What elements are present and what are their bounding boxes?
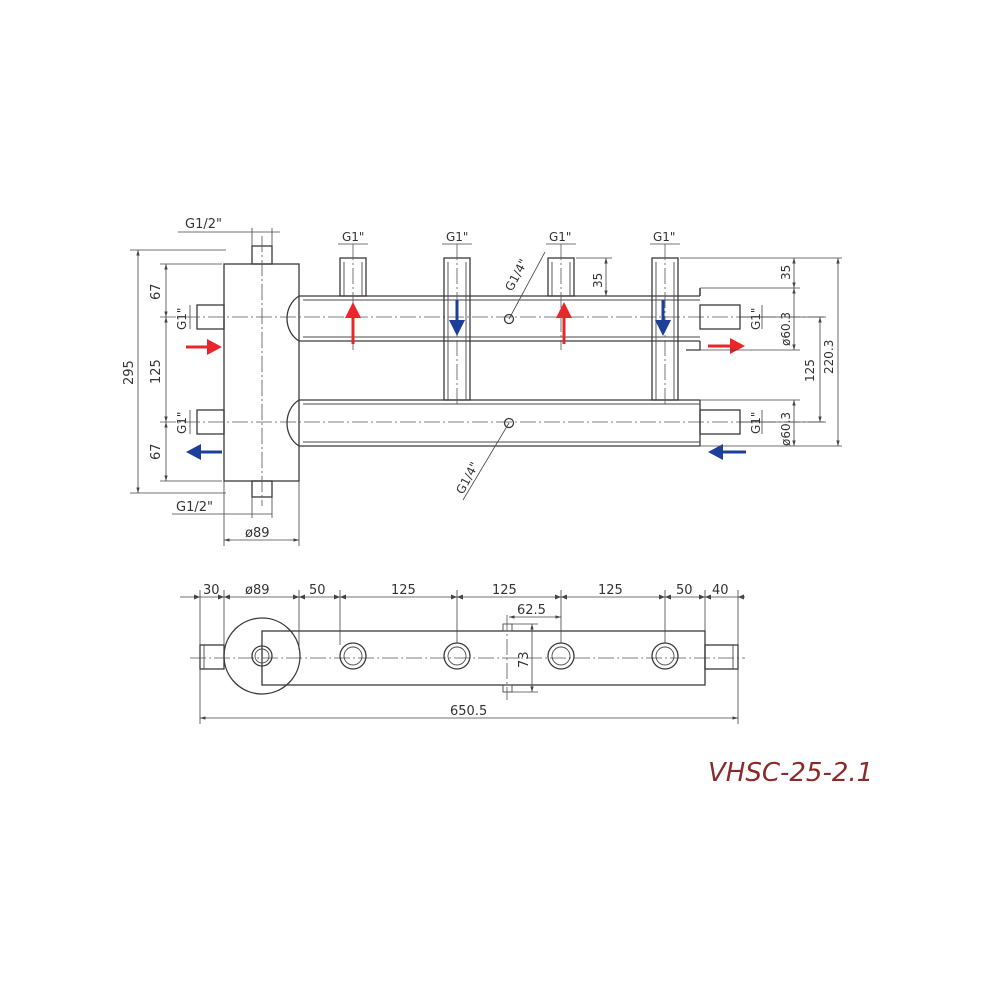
- dim-67-top: 67: [149, 283, 164, 300]
- top-dim-50-right: 50: [676, 583, 693, 598]
- dim-67-bottom: 67: [149, 443, 164, 460]
- branch-3-thread: G1": [549, 230, 571, 244]
- top-dimensions: 30 ø89 50 125 125 125 50 40 62.5 73 650.…: [180, 583, 745, 724]
- vent-bottom-thread: G1/2": [176, 500, 213, 515]
- model-label: VHSC-25-2.1: [708, 758, 873, 788]
- cold-inlet-arrow: [708, 444, 746, 460]
- top-dim-62-5: 62.5: [517, 603, 546, 618]
- dim-295: 295: [122, 360, 137, 385]
- top-dim-40: 40: [712, 583, 729, 598]
- top-dim-dia-89: ø89: [245, 583, 270, 598]
- dim-125-left: 125: [149, 359, 164, 384]
- separator-body: [160, 236, 824, 506]
- hot-outlet-arrow: [708, 338, 745, 354]
- dia-89-front: ø89: [245, 526, 270, 541]
- top-dim-125-a: 125: [391, 583, 416, 598]
- branch-1-thread: G1": [342, 230, 364, 244]
- flow-arrows: [186, 300, 746, 460]
- top-view: 30 ø89 50 125 125 125 50 40 62.5 73 650.…: [180, 583, 745, 724]
- left-nozzle-bottom-thread: G1": [175, 412, 189, 434]
- top-dim-125-b: 125: [492, 583, 517, 598]
- hot-inlet-arrow: [186, 339, 222, 355]
- front-view: G1/2" 295 67 125 67 G1" G1" G1" G1": [122, 217, 842, 546]
- cold-down-arrow-1: [449, 300, 465, 336]
- dim-125-right: 125: [803, 359, 817, 382]
- top-view-body: [190, 615, 745, 700]
- right-nozzle-bottom-thread: G1": [749, 412, 763, 434]
- vent-top-thread: G1/2": [185, 217, 222, 232]
- top-dim-650-5: 650.5: [450, 704, 487, 719]
- top-dim-30: 30: [203, 583, 220, 598]
- cold-outlet-arrow: [186, 444, 222, 460]
- front-dimensions: G1/2" 295 67 125 67 G1" G1" G1" G1": [122, 217, 842, 546]
- dim-220: 220.3: [822, 340, 836, 374]
- top-dim-73: 73: [517, 651, 532, 668]
- header-pipes: [286, 288, 741, 447]
- branch-2-thread: G1": [446, 230, 468, 244]
- right-nozzle-top-thread: G1": [749, 308, 763, 330]
- dim-35-right: 35: [779, 265, 793, 280]
- hot-up-arrow-1: [345, 302, 361, 344]
- top-dim-50-left: 50: [309, 583, 326, 598]
- branch-4-thread: G1": [653, 230, 675, 244]
- dia-60-bottom: ø60.3: [779, 412, 793, 446]
- dia-60-top: ø60.3: [779, 312, 793, 346]
- hot-up-arrow-2: [556, 302, 572, 344]
- sensor-top-thread: G1/4": [502, 257, 530, 294]
- dim-35-nozzle: 35: [591, 273, 605, 288]
- left-nozzle-top-thread: G1": [175, 308, 189, 330]
- sensor-bottom-thread: G1/4": [453, 460, 481, 497]
- top-dim-125-c: 125: [598, 583, 623, 598]
- cold-down-arrow-2: [655, 300, 671, 336]
